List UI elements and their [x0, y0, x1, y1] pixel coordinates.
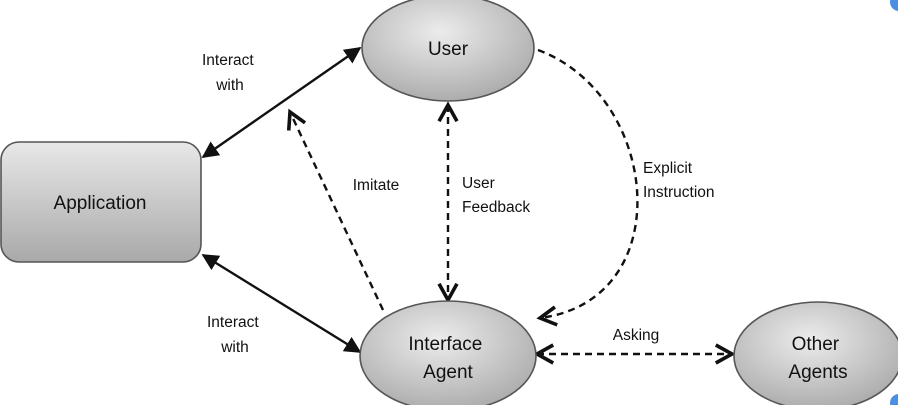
label-asking: Asking — [613, 327, 660, 344]
edge-interact-top — [201, 47, 362, 158]
edge-accent-bottom — [890, 394, 898, 405]
node-user — [361, 0, 535, 102]
node-interface-agent — [359, 300, 537, 405]
label-user-feedback: User Feedback — [462, 175, 530, 216]
label-explicit-instruction: Explicit Instruction — [643, 160, 715, 201]
label-user: User — [428, 39, 469, 60]
edge-explicit-instruction — [538, 48, 639, 318]
node-other-agents — [733, 301, 898, 405]
node-application — [0, 141, 202, 263]
label-other-agents: Other Agents — [788, 334, 847, 383]
edge-interact-bottom — [201, 253, 362, 354]
label-interact-bottom: Interact with — [207, 314, 263, 356]
label-imitate: Imitate — [353, 177, 400, 194]
label-application: Application — [54, 193, 147, 214]
label-interface-agent: Interface Agent — [408, 334, 487, 383]
label-interact-top: Interact with — [202, 52, 258, 94]
edge-accent-top — [890, 0, 898, 11]
edge-imitate — [290, 112, 385, 311]
